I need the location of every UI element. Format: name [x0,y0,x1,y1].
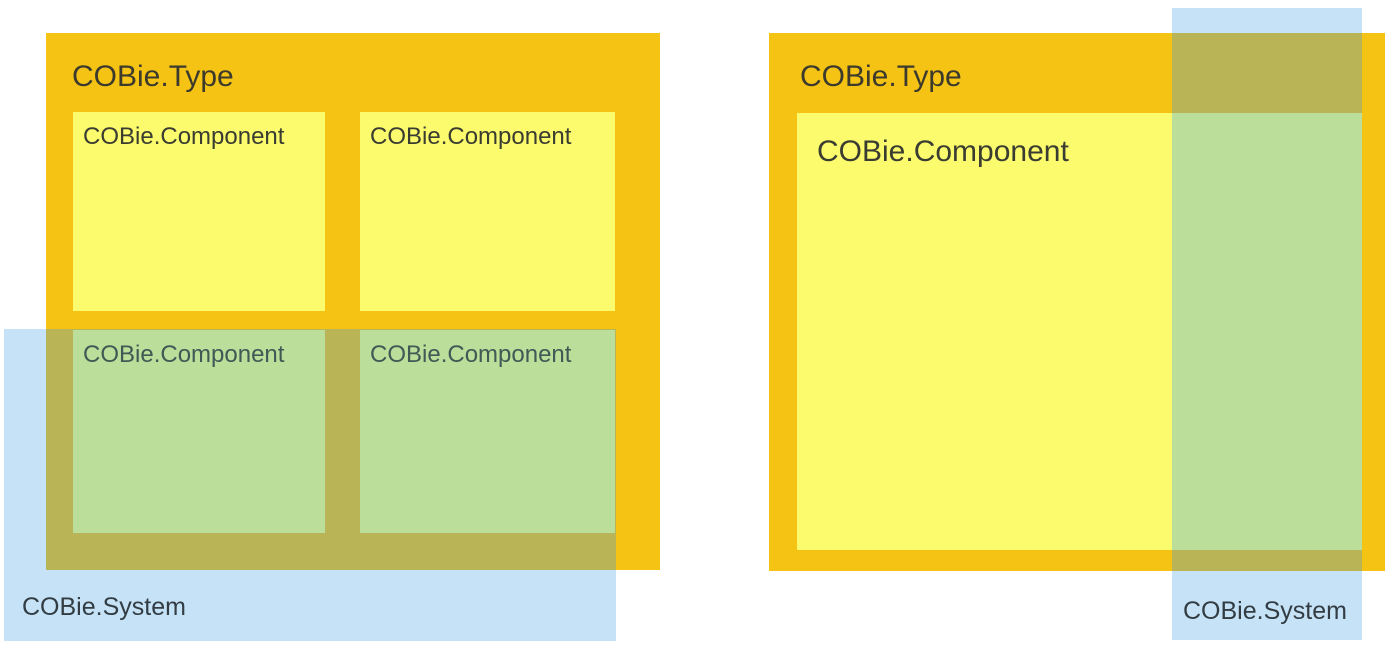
left-component-box-3: COBie.Component [73,330,325,533]
left-system-label: COBie.System [22,593,186,621]
component-label: COBie.Component [370,123,572,150]
right-system-component-overlap [1172,113,1362,550]
component-label: COBie.Component [83,123,285,150]
left-component-box-2: COBie.Component [360,112,615,311]
component-label: COBie.Component [370,341,572,368]
component-label: COBie.Component [817,135,1069,168]
left-type-label: COBie.Type [72,60,234,93]
left-component-box-1: COBie.Component [73,112,325,311]
right-type-label: COBie.Type [800,60,962,93]
right-system-label: COBie.System [1183,597,1347,625]
component-label: COBie.Component [83,341,285,368]
left-component-box-4: COBie.Component [360,330,615,533]
